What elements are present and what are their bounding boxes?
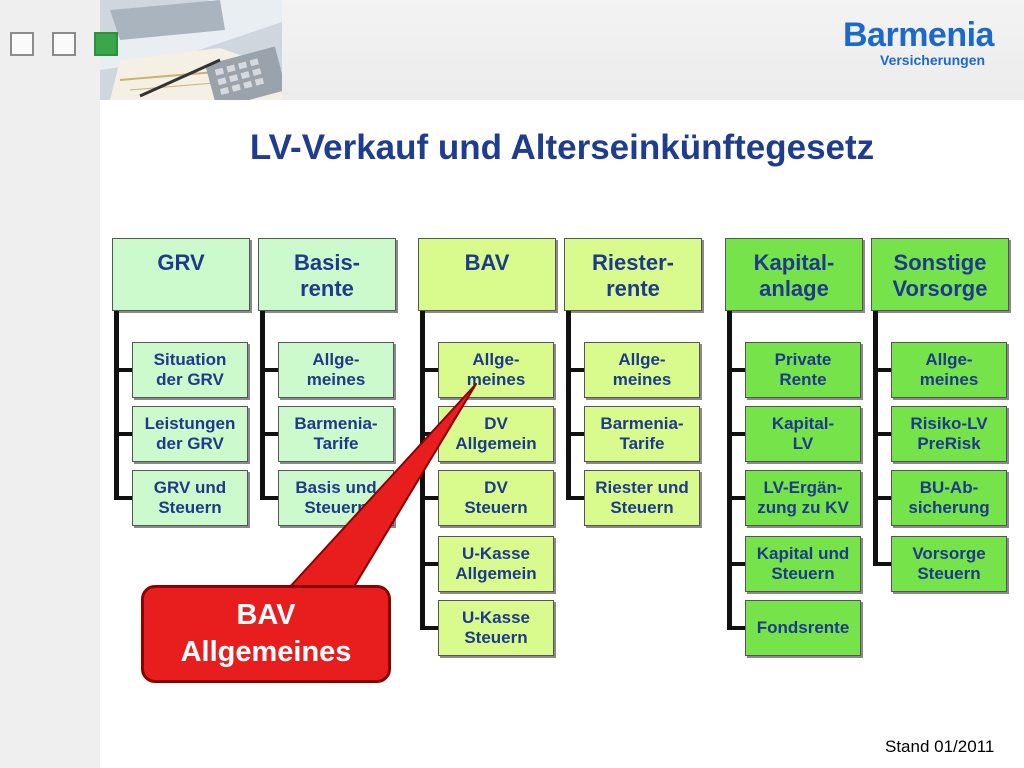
- slide-title: LV-Verkauf und Alterseinkünftegesetz: [249, 128, 875, 167]
- tree-item-grv: Situation der GRV: [132, 342, 248, 398]
- tree-branch: [114, 496, 132, 500]
- laptop-calculator-image: [100, 0, 282, 100]
- tree-branch: [260, 432, 278, 436]
- tree-branch: [873, 496, 891, 500]
- tree-item-bav: Allge- meines: [438, 342, 554, 398]
- slide-marker-active: [94, 32, 118, 56]
- tree-item-riesterrente: Riester und Steuern: [584, 470, 700, 526]
- tree-item-kapitalanlage: Private Rente: [745, 342, 861, 398]
- tree-branch: [420, 496, 438, 500]
- tree-branch: [566, 368, 584, 372]
- tree-item-sonstige-vorsorge: Allge- meines: [891, 342, 1007, 398]
- tree-branch: [260, 496, 278, 500]
- tree-branch: [114, 432, 132, 436]
- slide-marker-empty-2: [52, 32, 76, 56]
- tree-item-sonstige-vorsorge: Vorsorge Steuern: [891, 536, 1007, 592]
- barmenia-logo: Barmenia: [843, 16, 994, 54]
- tree-branch: [727, 562, 745, 566]
- tree-item-basisrente: Barmenia- Tarife: [278, 406, 394, 462]
- tree-branch: [566, 432, 584, 436]
- tree-branch: [420, 626, 438, 630]
- tree-branch: [873, 368, 891, 372]
- tree-item-riesterrente: Allge- meines: [584, 342, 700, 398]
- tree-connector-basisrente: [260, 311, 265, 500]
- tree-item-kapitalanlage: LV-Ergän- zung zu KV: [745, 470, 861, 526]
- tree-branch: [727, 496, 745, 500]
- tree-branch: [566, 496, 584, 500]
- column-header-sonstige-vorsorge: Sonstige Vorsorge: [871, 238, 1009, 311]
- tree-item-bav: U-Kasse Steuern: [438, 600, 554, 656]
- tree-branch: [420, 562, 438, 566]
- tree-item-grv: GRV und Steuern: [132, 470, 248, 526]
- tree-connector-kapitalanlage: [727, 311, 732, 630]
- bav-callout: BAV Allgemeines: [141, 585, 391, 683]
- tree-item-grv: Leistungen der GRV: [132, 406, 248, 462]
- column-header-bav: BAV: [418, 238, 556, 311]
- tree-branch: [260, 368, 278, 372]
- tree-connector-sonstige-vorsorge: [873, 311, 878, 566]
- tree-item-kapitalanlage: Kapital- LV: [745, 406, 861, 462]
- stand-date: Stand 01/2011: [885, 737, 995, 756]
- tree-item-kapitalanlage: Kapital und Steuern: [745, 536, 861, 592]
- header-photo: [100, 0, 282, 100]
- tree-branch: [727, 368, 745, 372]
- tree-branch: [727, 626, 745, 630]
- left-margin-strip: [0, 0, 100, 768]
- tree-branch: [873, 432, 891, 436]
- tree-branch: [114, 368, 132, 372]
- column-header-basisrente: Basis- rente: [258, 238, 396, 311]
- tree-connector-riesterrente: [566, 311, 571, 500]
- tree-item-riesterrente: Barmenia- Tarife: [584, 406, 700, 462]
- tree-item-basisrente: Allge- meines: [278, 342, 394, 398]
- tree-item-bav: U-Kasse Allgemein: [438, 536, 554, 592]
- tree-connector-grv: [114, 311, 119, 500]
- tree-item-sonstige-vorsorge: Risiko-LV PreRisk: [891, 406, 1007, 462]
- slide-marker-empty-1: [10, 32, 34, 56]
- tree-item-sonstige-vorsorge: BU-Ab- sicherung: [891, 470, 1007, 526]
- tree-item-bav: DV Steuern: [438, 470, 554, 526]
- column-header-kapitalanlage: Kapital- anlage: [725, 238, 863, 311]
- tree-item-kapitalanlage: Fondsrente: [745, 600, 861, 656]
- tree-branch: [873, 562, 891, 566]
- tree-branch: [727, 432, 745, 436]
- barmenia-logo-subtitle: Versicherungen: [880, 52, 986, 68]
- column-header-grv: GRV: [112, 238, 250, 311]
- column-header-riesterrente: Riester- rente: [564, 238, 702, 311]
- tree-branch: [420, 368, 438, 372]
